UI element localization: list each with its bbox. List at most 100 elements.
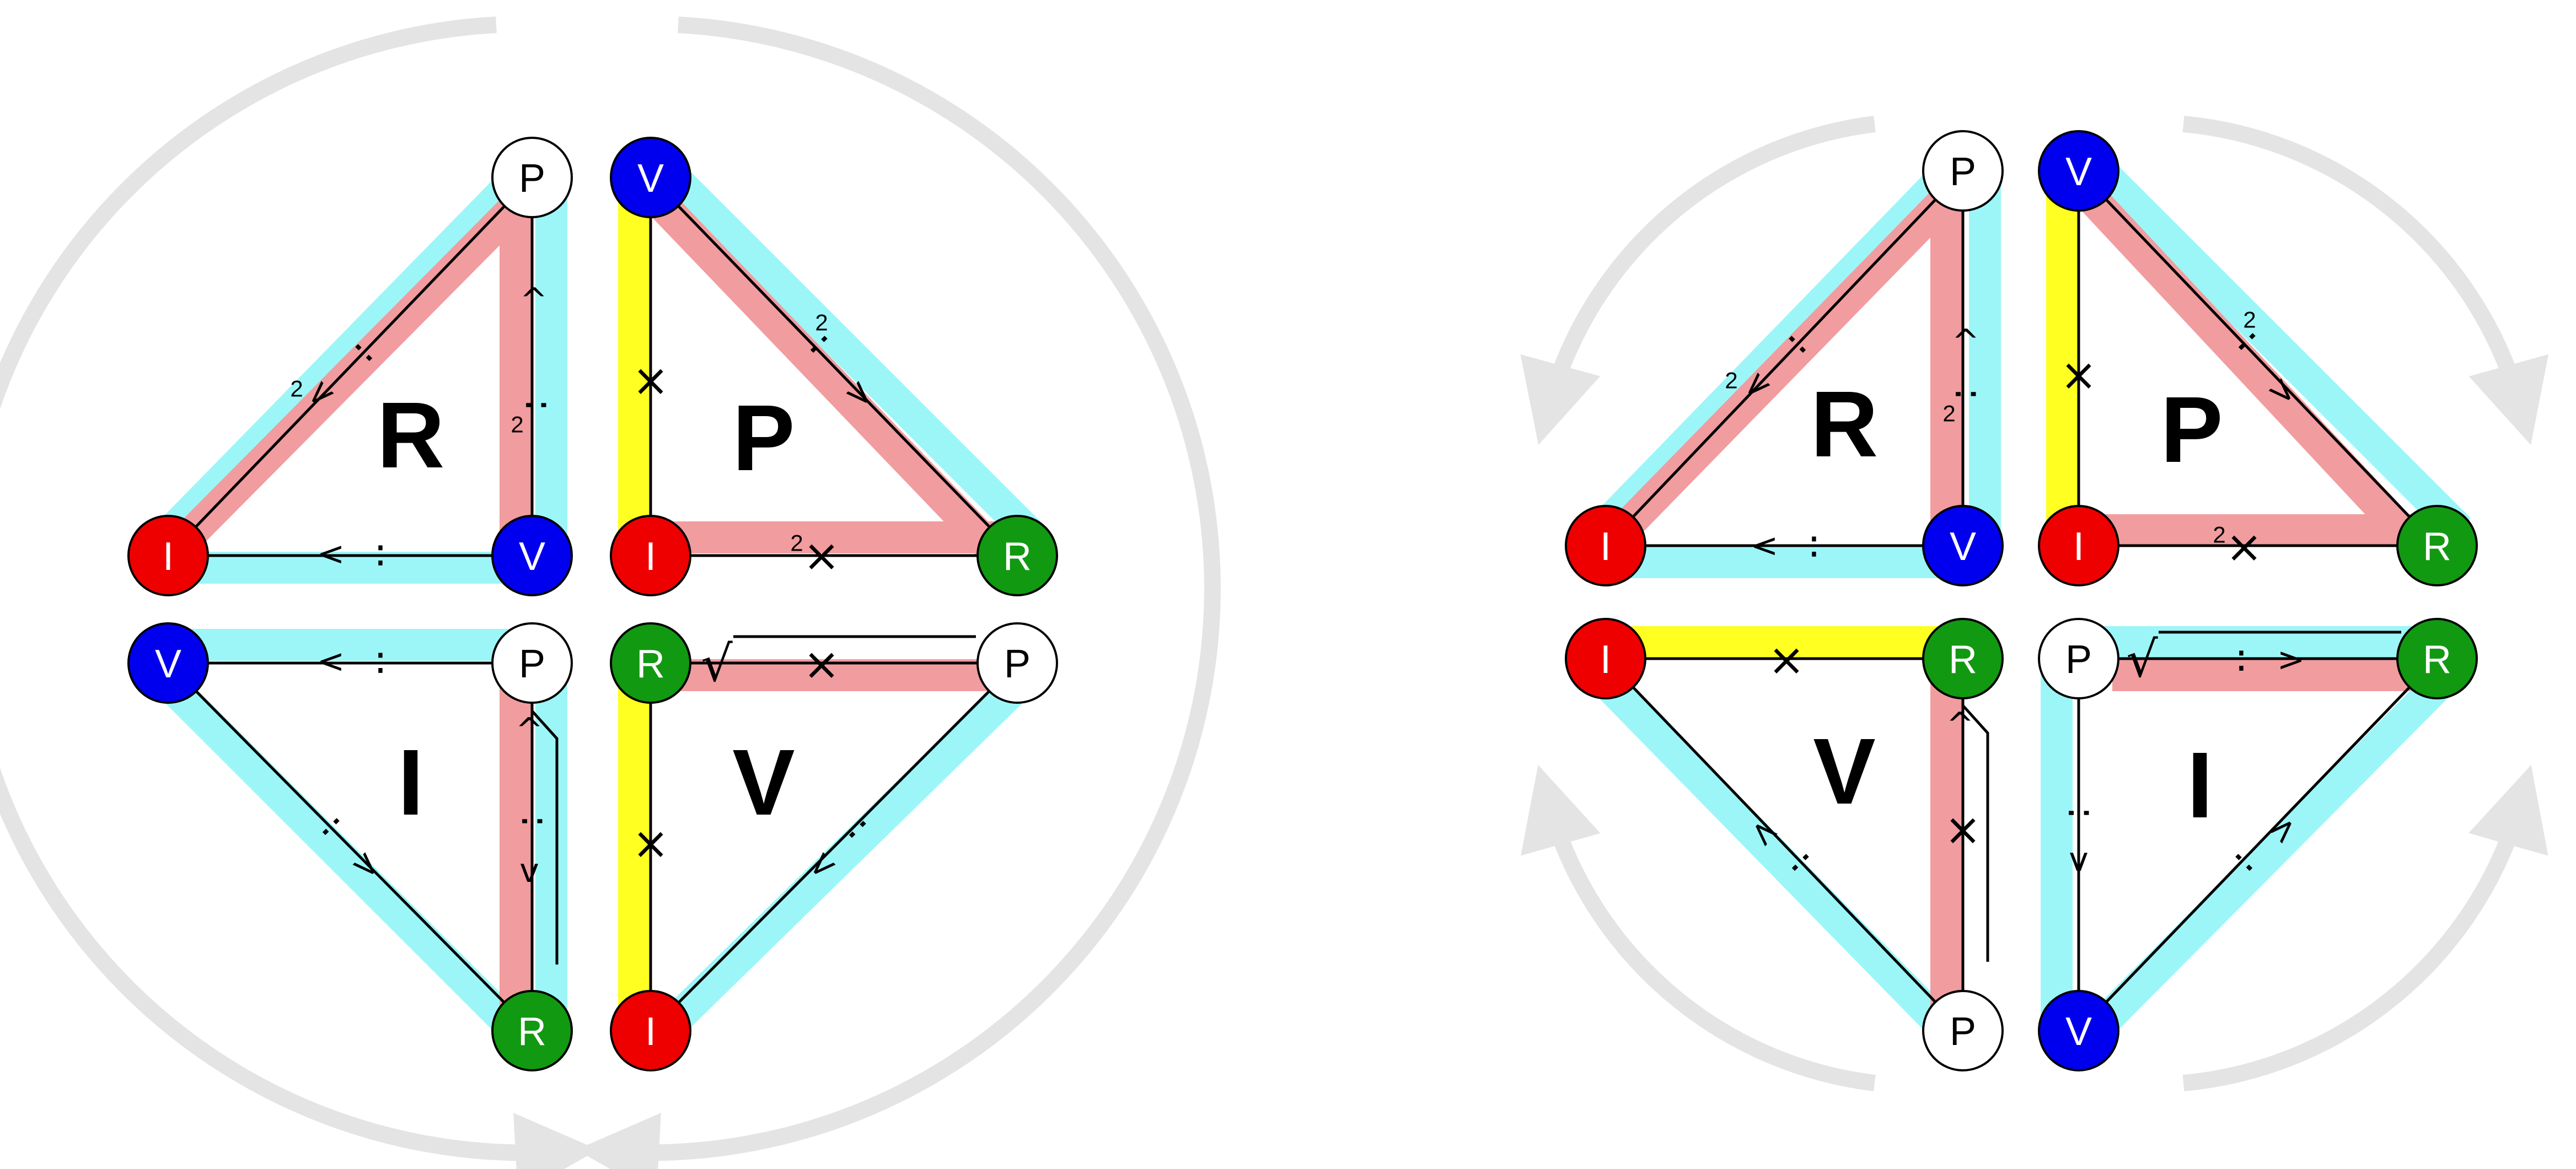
right-R-arrow-VP: ^ — [1952, 322, 1979, 361]
right-R-pink-hyp — [1595, 178, 1967, 558]
right-I-sqrt-PR-radical: √ — [2126, 631, 2158, 689]
left-P-sup-IR: 2 — [790, 530, 803, 556]
right-R-letter: R — [1811, 372, 1879, 477]
right-P-cyan-hyp — [2067, 137, 2471, 541]
right-P-node-V-label: V — [2065, 150, 2092, 194]
left-I-cyan-hyp — [137, 652, 544, 1059]
left-R-letter: R — [377, 383, 445, 488]
left-R-arrow-IV: < — [317, 535, 345, 573]
left-R-node-P-label: P — [519, 157, 545, 201]
right-R-dots-IV: ∶ — [1809, 524, 1820, 570]
left-I-arrow-VP: < — [317, 642, 345, 681]
left-R-sup-IP: 2 — [290, 376, 303, 402]
right-I-node-V-label: V — [2065, 1010, 2092, 1054]
right-I-node-V-circle — [2038, 990, 2119, 1071]
left-V-node-I-label: I — [645, 1010, 656, 1054]
left-I-arrowdown-PR: v — [519, 852, 539, 890]
left-I-node-P-circle — [491, 622, 573, 704]
right-R-arrow-IV: < — [1751, 526, 1778, 565]
right-P-letter: P — [2160, 378, 2223, 482]
left-P-sup-VR: 2 — [815, 310, 828, 336]
right-I-arrow-PV: v — [2069, 841, 2089, 879]
left-R-node-I-label: I — [163, 535, 174, 579]
right-V-node-I-circle — [1565, 618, 1646, 699]
right-P-node-I-circle — [2038, 505, 2119, 586]
left-V-node-I-circle — [610, 990, 691, 1071]
right-I-node-R-label: R — [2423, 638, 2451, 682]
right-R-sup-IP: 2 — [1725, 368, 1737, 394]
right-P-sup-IR: 2 — [2213, 522, 2225, 548]
right-P-pink-hyp — [2062, 168, 2418, 546]
left-V-cyan-hyp — [636, 649, 1054, 1059]
left-I-dots-VP: ∶ — [375, 640, 386, 686]
right-I-dots-PR: ∶ — [2236, 638, 2247, 684]
left-P-node-V-label: V — [637, 157, 664, 201]
left-R-pink-hyp — [159, 186, 536, 566]
left-R-node-V-circle — [491, 515, 573, 596]
right-I-arrow-PR: > — [2277, 640, 2305, 679]
left-R-dots-IV: ∶ — [375, 532, 386, 579]
right-V-node-R-label: R — [1949, 638, 1977, 682]
left-I-node-P-label: P — [519, 642, 545, 686]
left-P-letter: P — [732, 386, 795, 491]
right-R-node-P-label: P — [1950, 150, 1976, 194]
right-P-node-R-circle — [2396, 505, 2478, 586]
left-P-times-IR: × — [803, 530, 840, 581]
right-R-node-V-circle — [1922, 505, 2004, 586]
right-V-edge-IP — [1604, 658, 1964, 1032]
right-I-cyan-hyp — [2067, 649, 2474, 1059]
left-I-node-R-label: R — [518, 1010, 546, 1054]
left-P-node-R-label: R — [1003, 535, 1032, 579]
right-P-sup-VR: 2 — [2243, 307, 2256, 333]
right-R-edge-IP — [1604, 170, 1964, 547]
left-I-node-V-label: V — [155, 642, 181, 686]
right-arrow-bottom-left — [1521, 764, 1876, 1091]
left-R-edge-IP — [167, 176, 533, 557]
left-P-node-I-label: I — [645, 535, 656, 579]
left-P-node-R-circle — [976, 515, 1058, 596]
left-R-node-I-circle — [127, 515, 209, 596]
right-arrow-top-right — [2182, 116, 2549, 445]
right-V-node-P-circle — [1922, 990, 2004, 1071]
left-P-pink-hyp — [630, 173, 999, 555]
left-I-sqrt-PR — [531, 710, 559, 965]
right-P-node-I-label: I — [2073, 525, 2084, 569]
left-V-node-R-label: R — [636, 642, 665, 686]
left-V-node-R-circle — [610, 622, 691, 704]
right-R-cyan-hyp — [1573, 137, 1983, 558]
left-R-sup-VP: 2 — [511, 412, 523, 438]
left-I-node-R-circle — [491, 990, 573, 1071]
left-V-node-P-circle — [976, 622, 1058, 704]
left-R-node-V-label: V — [519, 535, 545, 579]
left-R-cyan-hyp — [137, 142, 552, 566]
right-P-times-VI: × — [2060, 349, 2097, 401]
right-R-node-I-label: I — [1600, 525, 1611, 569]
left-V-sqrt-RP-radical: √ — [701, 635, 733, 693]
left-R-node-P-circle — [491, 137, 573, 218]
left-V-times-RI: × — [632, 818, 669, 869]
right-I-dots-PV: ∶ — [2056, 808, 2102, 818]
left-I-letter: I — [398, 730, 423, 835]
right-V-cyan-hyp — [1573, 649, 1978, 1062]
right-V-node-P-label: P — [1950, 1010, 1976, 1054]
right-R-sup-VP: 2 — [1942, 401, 1955, 427]
left-P-node-V-circle — [610, 137, 691, 218]
left-I-node-V-circle — [127, 622, 209, 704]
right-I-letter: I — [2187, 733, 2213, 838]
right-P-times-IR: × — [2225, 521, 2262, 573]
left-R-arrow-VP: ^ — [520, 281, 548, 320]
left-V-node-P-label: P — [1004, 642, 1031, 686]
left-arrow-ccw-top — [0, 17, 598, 1169]
right-arrow-bottom-right — [2182, 764, 2548, 1091]
right-R-node-P-circle — [1922, 130, 2004, 212]
right-I-edge-RV — [2078, 658, 2438, 1032]
left-P-node-I-circle — [610, 515, 691, 596]
left-R-dots-VP: ∶ — [513, 400, 559, 411]
right-arrow-top-left — [1520, 116, 1876, 445]
right-V-node-R-circle — [1922, 618, 2004, 699]
left-P-edge-VR — [650, 176, 1018, 557]
